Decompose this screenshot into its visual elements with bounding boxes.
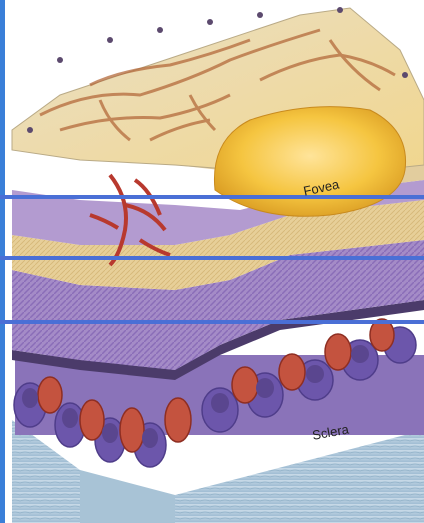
guide-line-1 <box>0 195 424 199</box>
guide-line-2 <box>0 256 424 260</box>
left-border <box>0 0 5 523</box>
guide-line-3 <box>0 320 424 324</box>
